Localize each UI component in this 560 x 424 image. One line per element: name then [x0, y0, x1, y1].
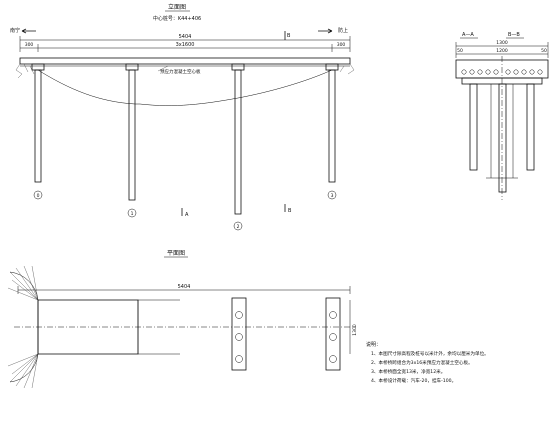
plan-pile [329, 333, 337, 341]
plan-title: 平面图 [167, 250, 185, 257]
plan-total-length: 5404 [178, 284, 191, 290]
span-arrangement: 3x1600 [176, 42, 195, 48]
cross-section-view: A—A B—B 1300 50 1200 50 [455, 32, 549, 200]
left-cone-hatch-top [7, 265, 39, 301]
section-left-edge: 50 [457, 48, 463, 54]
cap-beam-2 [231, 63, 245, 71]
note-item-4: 4、本桥设计荷载：汽车-20，挂车-100。 [371, 377, 456, 384]
bridge-deck [19, 57, 351, 65]
notes-heading: 说明： [366, 341, 381, 348]
hollow-core [493, 69, 499, 75]
pier-0 [34, 69, 42, 183]
plan-pile [235, 333, 243, 341]
axis-circle-2 [233, 221, 243, 231]
hollow-core [529, 69, 535, 75]
axis-label-0: 0 [37, 193, 40, 199]
plan-pile [235, 355, 243, 363]
hollow-core [477, 69, 483, 75]
section-width-total: 1300 [496, 40, 508, 46]
section-mark-b-bottom: B [288, 208, 292, 214]
pier-3 [328, 69, 336, 183]
hollow-cores [461, 69, 543, 75]
left-cone-hatch-bottom [7, 353, 39, 389]
elevation-station: 中心桩号：K44+406 [153, 15, 201, 22]
axis-circle-3 [327, 190, 337, 200]
cap-beam-1 [125, 63, 139, 71]
plan-pier-cap-2 [231, 297, 247, 371]
axis-label-2: 2 [237, 224, 240, 230]
section-column-right [526, 83, 535, 171]
left-abutment-dim: 300 [25, 42, 34, 48]
plan-pile [329, 311, 337, 319]
right-abutment-slope [339, 63, 355, 75]
hollow-core [521, 69, 527, 75]
hollow-core [461, 69, 467, 75]
axis-label-3: 3 [331, 193, 334, 199]
girder-label: 预应力混凝土空心板 [160, 68, 201, 75]
section-aa-label: A—A [462, 32, 474, 38]
pier-1 [128, 69, 136, 201]
abutment-cap-3 [325, 63, 339, 71]
hollow-core [513, 69, 519, 75]
note-item-3: 3、本桥桥面全宽13米，净宽12米。 [371, 368, 445, 375]
right-abutment-dim: 300 [337, 42, 346, 48]
abutment-cap-0 [31, 63, 45, 71]
section-column-left [469, 83, 478, 171]
section-column-mid [498, 83, 507, 193]
axis-label-1: 1 [131, 211, 134, 217]
plan-view: 平面图 5404 1300 [7, 250, 358, 389]
pier-2 [234, 69, 242, 215]
notes-block: 说明： 1、本图尺寸除高程及桩号以米计外，余均以厘米为单位。 2、本桥桥跨组合为… [366, 341, 489, 384]
section-mark-b-top: B [287, 33, 291, 39]
girder-label-leader [157, 65, 169, 72]
left-direction-label: 南宁 [10, 27, 20, 34]
ground-line [37, 69, 333, 106]
elevation-view: 立面图 中心桩号：K44+406 南宁 防上 5404 300 3x1600 3… [10, 3, 355, 231]
plan-pile [235, 311, 243, 319]
section-mark-a-bottom: A [185, 212, 189, 218]
section-width-inner: 1200 [496, 48, 508, 54]
axis-circle-0 [33, 190, 43, 200]
elevation-title: 立面图 [168, 3, 186, 11]
axis-circle-1 [127, 208, 137, 218]
left-abutment-slope [15, 63, 35, 79]
hollow-core [537, 69, 543, 75]
section-right-edge: 50 [541, 48, 547, 54]
note-item-2: 2、本桥桥跨组合为3x16米预应力混凝土空心板。 [371, 359, 473, 366]
plan-width-dim: 1300 [352, 324, 358, 336]
hollow-core [469, 69, 475, 75]
section-bb-label: B—B [508, 32, 520, 38]
hollow-core [505, 69, 511, 75]
plan-pile [329, 355, 337, 363]
note-item-1: 1、本图尺寸除高程及桩号以米计外，余均以厘米为单位。 [371, 350, 489, 357]
left-direction-arrow [21, 28, 36, 34]
right-direction-arrow [318, 28, 333, 34]
plan-pier-cap-3 [325, 297, 341, 371]
total-length-dim: 5404 [179, 34, 192, 40]
hollow-core [485, 69, 491, 75]
right-direction-label: 防上 [338, 27, 348, 34]
